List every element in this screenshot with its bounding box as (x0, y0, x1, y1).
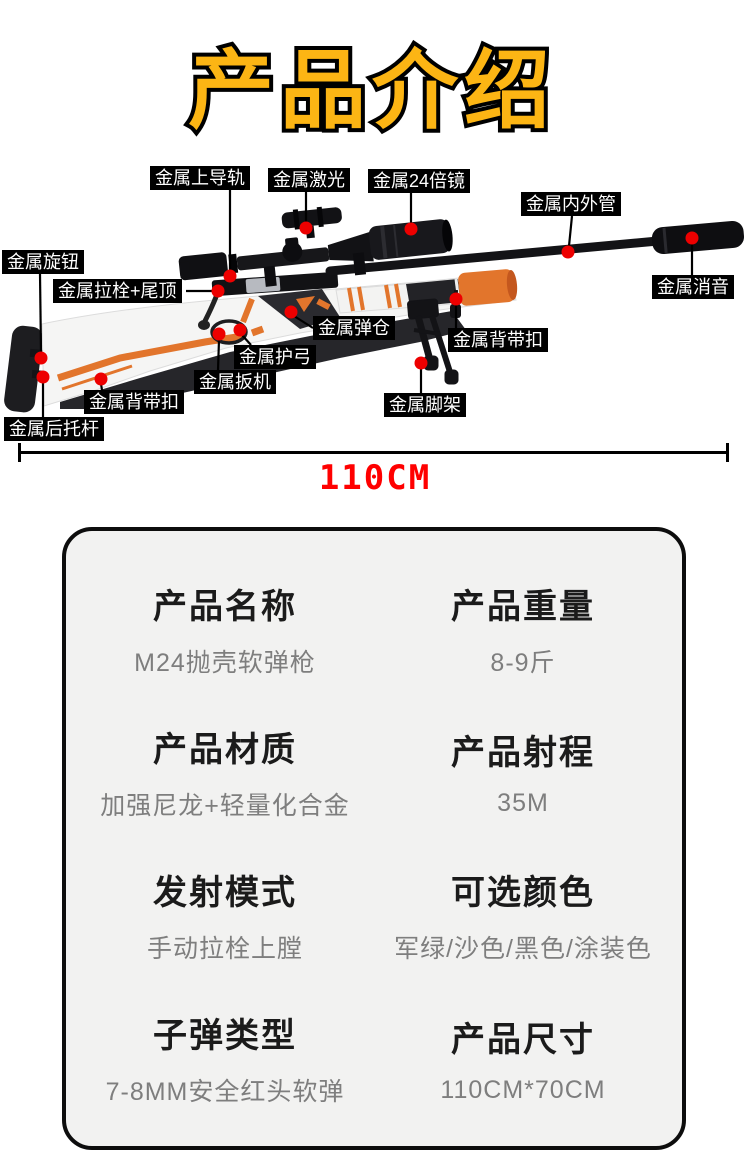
part-label-scope-24x: 金属24倍镜 (368, 169, 471, 193)
spec-value: 35M (497, 789, 549, 818)
part-label-silencer: 金属消音 (652, 275, 734, 299)
part-label-sling-buckle-rear: 金属背带扣 (84, 390, 184, 414)
part-label-bipod: 金属脚架 (384, 393, 466, 417)
rifle-diagram (4, 190, 745, 417)
spec-item-range: 产品射程 35M (374, 700, 672, 843)
spec-value: M24抛壳软弹枪 (134, 648, 316, 677)
spec-item-size: 产品尺寸 110CM*70CM (374, 987, 672, 1130)
dimension-tick-left (18, 443, 21, 462)
part-label-rear-support-rod: 金属后托杆 (4, 417, 104, 441)
spec-value: 8-9斤 (490, 648, 556, 677)
page-title-art: 产品介绍 (184, 39, 556, 143)
spec-label: 产品重量 (451, 587, 595, 626)
spec-label: 产品名称 (153, 587, 297, 626)
part-label-trigger-guard: 金属护弓 (234, 345, 316, 369)
rifle-illustration (4, 206, 745, 413)
spec-item-colors: 可选颜色 军绿/沙色/黑色/涂装色 (374, 844, 672, 987)
part-label-bolt-tail: 金属拉栓+尾顶 (53, 279, 182, 303)
spec-value: 手动拉栓上膛 (146, 935, 303, 964)
spec-label: 产品材质 (153, 730, 297, 769)
spec-label: 子弹类型 (153, 1017, 297, 1056)
part-label-magazine: 金属弹仓 (313, 316, 395, 340)
part-label-knob: 金属旋钮 (2, 250, 84, 274)
dimension-line (18, 451, 729, 454)
spec-item-bullet-type: 子弹类型 7-8MM安全红头软弹 (76, 987, 374, 1130)
spec-item-fire-mode: 发射模式 手动拉栓上膛 (76, 844, 374, 987)
part-label-laser: 金属激光 (268, 168, 350, 192)
dimension-tick-right (726, 443, 729, 462)
part-label-sling-buckle-front: 金属背带扣 (448, 328, 548, 352)
spec-value: 加强尼龙+轻量化合金 (100, 791, 350, 820)
spec-label: 可选颜色 (451, 874, 595, 913)
part-marker-dots (34, 221, 699, 386)
spec-label: 发射模式 (153, 874, 297, 913)
part-label-trigger: 金属扳机 (194, 370, 276, 394)
spec-value: 军绿/沙色/黑色/涂装色 (394, 935, 652, 964)
spec-item-weight: 产品重量 8-9斤 (374, 557, 672, 700)
spec-value: 7-8MM安全红头软弹 (105, 1078, 345, 1107)
part-label-inner-outer-tube: 金属内外管 (521, 192, 621, 216)
spec-value: 110CM*70CM (440, 1075, 606, 1104)
spec-item-material: 产品材质 加强尼龙+轻量化合金 (76, 700, 374, 843)
part-label-top-rail: 金属上导轨 (150, 166, 250, 190)
page-title: 产品介绍 (188, 43, 556, 139)
spec-label: 产品射程 (451, 734, 595, 773)
spec-item-name: 产品名称 M24抛壳软弹枪 (76, 557, 374, 700)
spec-label: 产品尺寸 (451, 1020, 595, 1059)
dimension-length: 110CM (318, 458, 432, 498)
spec-card: 产品名称 M24抛壳软弹枪 产品重量 8-9斤 产品材质 加强尼龙+轻量化合金 … (62, 527, 686, 1150)
leader-lines (38, 190, 694, 417)
